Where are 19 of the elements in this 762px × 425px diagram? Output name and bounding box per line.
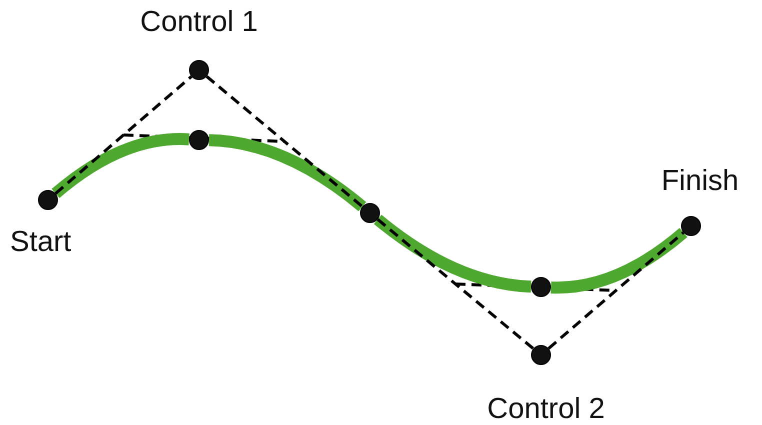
control-line <box>54 75 192 195</box>
point-label: Control 1 <box>140 8 258 37</box>
point-dot <box>531 277 551 297</box>
point-dot <box>681 216 701 236</box>
curve-segment <box>208 134 366 212</box>
curve-segment <box>550 228 688 294</box>
point-dot <box>360 203 380 223</box>
curve-segment <box>374 214 532 293</box>
control-line <box>376 218 534 350</box>
control-line <box>206 75 364 208</box>
point-dot <box>531 345 551 365</box>
point-label: Control 2 <box>487 395 605 424</box>
control-line <box>548 231 684 350</box>
point-label: Finish <box>661 167 739 196</box>
point-dot <box>189 130 209 150</box>
point-dot <box>189 60 209 80</box>
point-dot <box>38 190 58 210</box>
curve-segment <box>52 133 190 198</box>
point-label: Start <box>10 228 72 257</box>
